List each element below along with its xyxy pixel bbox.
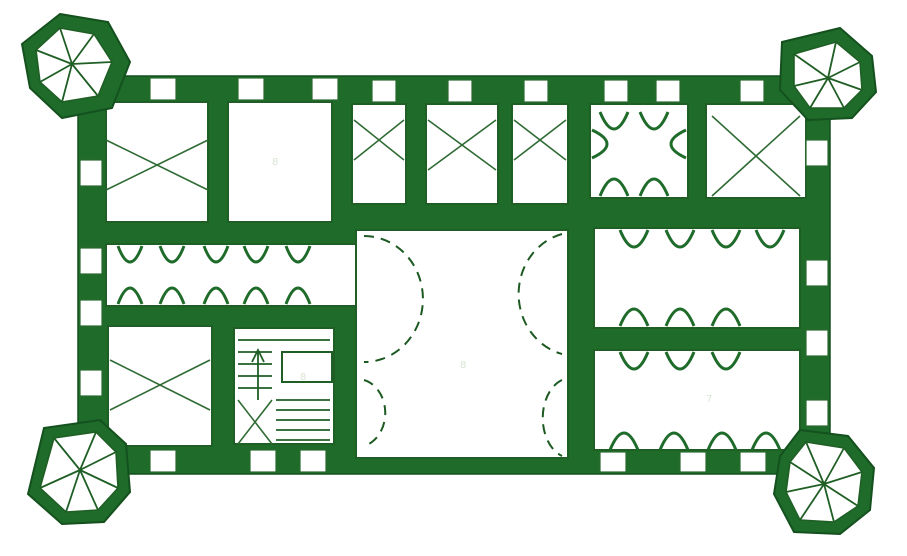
room-label-hall: 8: [460, 360, 466, 371]
room-right-upper: [593, 227, 801, 329]
room-top-mid-1: [351, 103, 407, 205]
room-label-stair: 8: [300, 372, 306, 383]
room-top-mid-2: [425, 103, 499, 205]
room-bottom-left: [107, 325, 213, 447]
room-top-left-2: [227, 101, 333, 223]
barrel-vaults: [116, 229, 786, 451]
door-swings: [363, 233, 563, 457]
tower-top-right: [778, 26, 878, 122]
room-left-corridor: [105, 243, 357, 307]
cross-vaults: [105, 115, 801, 445]
room-label-right: 7: [706, 394, 712, 405]
tower-top-left: [20, 12, 132, 120]
room-top-mid-3: [511, 103, 569, 205]
tower-bottom-right: [772, 428, 876, 536]
room-labels: 8 8 8 7: [272, 157, 712, 405]
star-vault: [591, 111, 687, 197]
landing: [281, 351, 333, 383]
tower-bottom-left: [26, 418, 132, 526]
room-top-right: [705, 103, 807, 199]
corner-towers: [20, 12, 878, 536]
great-hall: [355, 229, 569, 459]
staircase: [238, 339, 333, 441]
windows: [79, 77, 829, 473]
room-label-a: 8: [272, 157, 278, 168]
room-top-left-1: [105, 101, 209, 223]
room-stair: [233, 327, 335, 445]
